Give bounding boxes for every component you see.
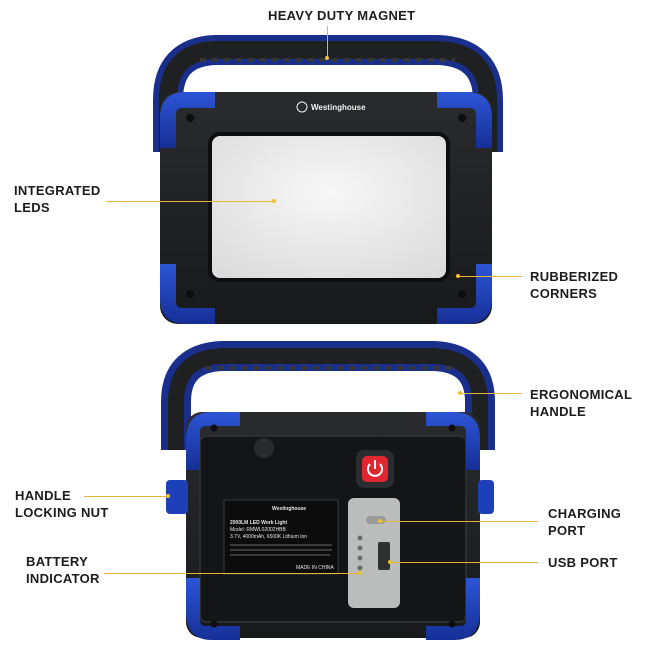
callout-ergonomical-handle: ERGONOMICAL HANDLE: [530, 387, 633, 419]
westinghouse-logo: Westinghouse: [296, 101, 366, 113]
svg-text:MADE IN CHINA: MADE IN CHINA: [296, 565, 334, 571]
product-info-label: Westinghouse 2000LM LED Work Light Model…: [223, 499, 339, 575]
leader-dot-charging: [378, 519, 382, 523]
leader-dot-magnet: [325, 56, 329, 60]
svg-text:3.7V, 4000mAh, 6500K Lithium I: 3.7V, 4000mAh, 6500K Lithium Ion: [230, 534, 307, 540]
leader-dot-locking-nut: [166, 494, 170, 498]
leader-charging-port: [380, 521, 538, 522]
front-corner-bottom-right: [437, 264, 492, 324]
back-corner-bottom-left: [186, 578, 240, 640]
port-cover[interactable]: [348, 498, 400, 608]
back-corner-top-left: [186, 412, 240, 470]
back-hook-mount: [254, 438, 274, 458]
callout-charging-port: CHARGING PORT: [548, 506, 622, 538]
callout-heavy-duty-magnet: HEAVY DUTY MAGNET: [268, 8, 416, 23]
svg-text:2000LM LED Work Light: 2000LM LED Work Light: [230, 520, 287, 526]
leader-handle-locking-nut: [84, 496, 168, 497]
led-panel: [208, 132, 450, 282]
battery-indicator-led-2: [357, 545, 363, 551]
back-corner-bottom-right: [426, 578, 480, 640]
svg-text:Westinghouse: Westinghouse: [272, 506, 306, 512]
callout-usb-port: USB PORT: [548, 555, 618, 570]
leader-usb-port: [390, 562, 538, 563]
usb-port[interactable]: [378, 542, 390, 570]
svg-text:Westinghouse: Westinghouse: [311, 103, 366, 112]
svg-text:Model: RMWL02002HBB: Model: RMWL02002HBB: [230, 527, 287, 533]
power-button[interactable]: [356, 450, 394, 488]
battery-indicator-led-4: [357, 565, 363, 571]
handle-locking-nut-right: [478, 480, 494, 514]
leader-ergonomical-handle: [460, 393, 522, 394]
front-corner-top-right: [437, 92, 492, 148]
callout-handle-locking-nut: HANDLE LOCKING NUT: [15, 488, 109, 520]
front-corner-bottom-left: [160, 264, 215, 324]
leader-dot-handle: [458, 391, 462, 395]
back-handle: [161, 341, 495, 450]
leader-integrated-leds: [106, 201, 274, 202]
leader-dot-leds: [272, 199, 276, 203]
leader-rubberized-corners: [458, 276, 522, 277]
front-handle: [153, 35, 503, 152]
battery-indicator-led-3: [357, 555, 363, 561]
battery-indicator-led-1: [357, 535, 363, 541]
leader-dot-usb: [388, 560, 392, 564]
handle-locking-nut-left: [166, 480, 188, 514]
callout-battery-indicator: BATTERY INDICATOR: [26, 554, 100, 586]
leader-dot-battery: [358, 571, 362, 575]
callout-rubberized-corners: RUBBERIZED CORNERS: [530, 269, 619, 301]
callout-integrated-leds: INTEGRATED LEDS: [14, 183, 101, 215]
leader-battery-indicator: [104, 573, 360, 574]
leader-heavy-duty-magnet: [327, 26, 328, 58]
front-corner-top-left: [160, 92, 215, 148]
back-corner-top-right: [426, 412, 480, 470]
leader-dot-corners: [456, 274, 460, 278]
